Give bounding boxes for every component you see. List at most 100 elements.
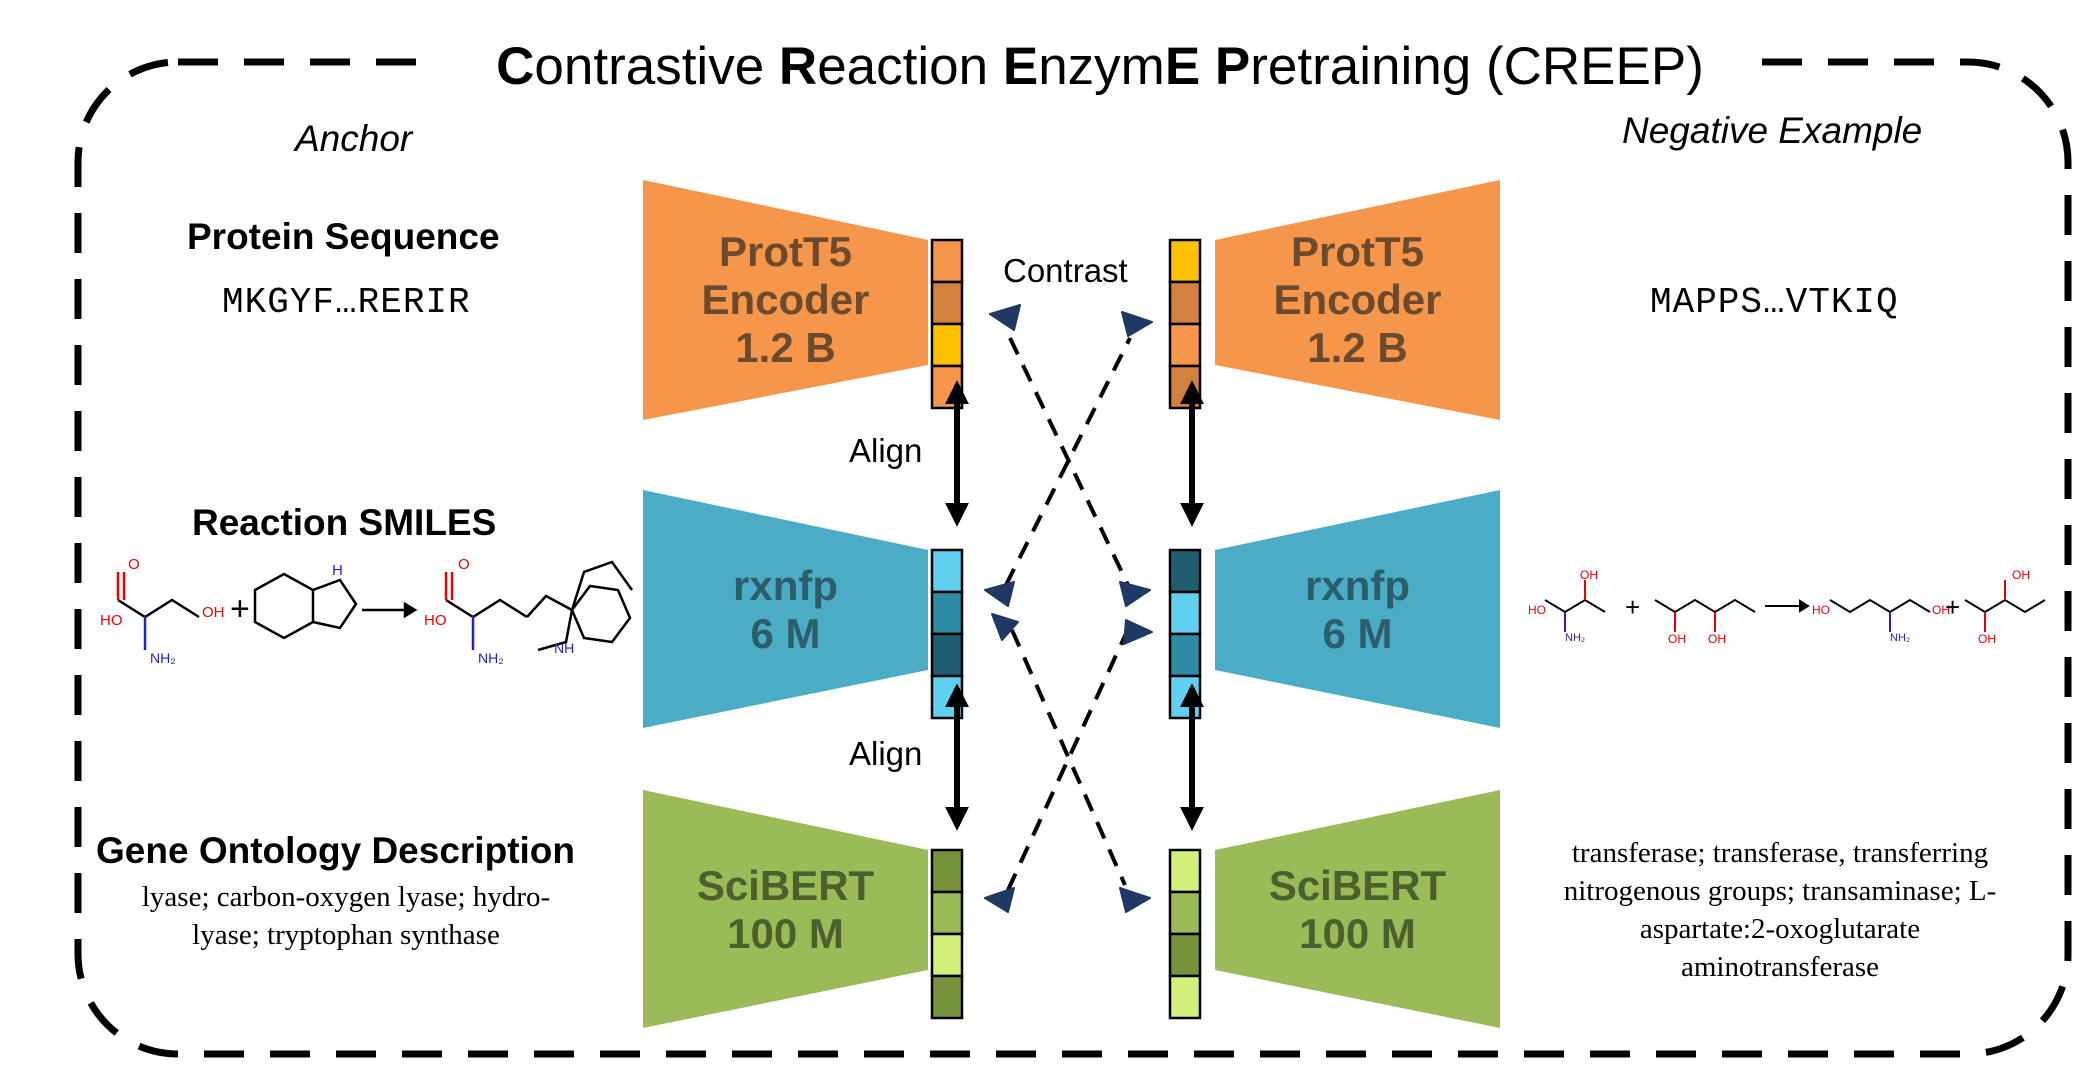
neg-reaction-plus-2: +	[1945, 592, 1961, 622]
embedding-cell	[1168, 590, 1202, 636]
embedding-cell	[1168, 632, 1202, 678]
anchor-go-line-2: lyase; tryptophan synthase	[192, 919, 500, 951]
anchor-prott5-encoder-shape	[643, 180, 928, 420]
contrast-label: Contrast	[1003, 252, 1128, 289]
anchor-atom-h: H	[332, 562, 343, 579]
neg-atom-oh-6: OH	[2012, 568, 2030, 582]
negative-scibert-label: SciBERT 100 M	[1215, 862, 1500, 958]
negative-reaction-embedding	[1168, 548, 1202, 720]
neg-atom-oh-4: OH	[1932, 603, 1950, 617]
encoder-size: 1.2 B	[1307, 324, 1408, 371]
embedding-cell	[1168, 848, 1202, 894]
embedding-cell	[930, 974, 964, 1020]
anchor-label: Anchor	[295, 118, 413, 159]
anchor-reaction-plus: +	[230, 590, 250, 628]
embedding-cell	[1168, 364, 1202, 410]
embedding-cell	[1168, 238, 1202, 284]
contrast-line-text-to-negative-reaction	[1006, 624, 1132, 891]
anchor-reaction-molecules	[116, 560, 634, 652]
anchor-text-embedding	[930, 848, 964, 1020]
embedding-cell	[930, 890, 964, 936]
encoder-size: 1.2 B	[735, 324, 836, 371]
anchor-reaction-embedding	[930, 548, 964, 720]
contrast-arrowhead-negative-reaction-lower	[1123, 619, 1153, 645]
negative-go-line-4: aminotransferase	[1680, 951, 1880, 983]
negative-go-line-3: aspartate:2-oxoglutarate	[1639, 913, 1921, 945]
anchor-atom-o-1: O	[128, 556, 140, 573]
title-part: E	[1002, 36, 1039, 96]
encoder-name: rxnfp	[1305, 562, 1410, 609]
align-label-top: Align	[849, 432, 923, 469]
negative-rxnfp-encoder-shape	[1215, 490, 1500, 728]
title-part: P	[1214, 36, 1251, 96]
encoder-name: ProtT5	[1290, 228, 1424, 275]
contrast-arrowhead-anchor-reaction-lower	[991, 613, 1019, 641]
title-text: Contrastive Reaction EnzymE Pretraining …	[496, 36, 1704, 97]
encoder-size: 100 M	[1299, 910, 1416, 957]
anchor-atom-nh2-1: NH₂	[150, 650, 176, 666]
anchor-atom-nh: NH	[554, 640, 575, 656]
neg-atom-oh-1: OH	[1580, 568, 1598, 582]
negative-protein-sequence: MAPPS…VTKIQ	[1650, 282, 1899, 323]
title-part	[1200, 37, 1215, 96]
embedding-cell	[1168, 548, 1202, 594]
encoder-name: rxnfp	[733, 562, 838, 609]
contrast-arrowhead-anchor-protein	[989, 304, 1021, 331]
encoder-name: SciBERT	[696, 862, 875, 909]
anchor-rxnfp-label: rxnfp 6 M	[643, 562, 928, 658]
title-part: nzym	[1038, 36, 1165, 96]
encoder-name: SciBERT	[1268, 862, 1447, 909]
encoder-type: Encoder	[701, 276, 870, 323]
reaction-smiles-heading: Reaction SMILES	[192, 502, 497, 543]
contrast-arrowhead-anchor-reaction-upper	[984, 581, 1015, 607]
diagram-title: Contrastive Reaction EnzymE Pretraining …	[440, 24, 1760, 108]
embedding-cell	[1168, 890, 1202, 936]
anchor-atom-ho-2: HO	[424, 612, 447, 629]
anchor-go-description: lyase; carbon-oxygen lyase; hydro- lyase…	[96, 878, 596, 954]
anchor-atom-o-2: O	[458, 556, 470, 573]
negative-example-label: Negative Example	[1622, 110, 1923, 151]
gene-ontology-heading: Gene Ontology Description	[96, 830, 575, 871]
embedding-cell	[930, 632, 964, 678]
neg-atom-oh-2: OH	[1668, 632, 1686, 646]
encoder-size: 6 M	[750, 610, 821, 657]
negative-rxnfp-label: rxnfp 6 M	[1215, 562, 1500, 658]
contrast-arrowhead-anchor-text	[984, 887, 1015, 913]
neg-atom-oh-3: OH	[1708, 632, 1726, 646]
anchor-go-line-1: lyase; carbon-oxygen lyase; hydro-	[141, 881, 551, 913]
encoder-type: Encoder	[1273, 276, 1442, 323]
title-part: R	[778, 36, 818, 96]
embedding-cell	[1168, 322, 1202, 368]
negative-go-description: transferase; transferase, transferring n…	[1510, 834, 2050, 986]
anchor-atom-nh2-2: NH₂	[478, 650, 504, 666]
anchor-atom-oh-1: OH	[202, 604, 225, 621]
negative-go-line-1: transferase; transferase, transferring	[1571, 837, 1989, 869]
negative-reaction-molecules	[1544, 580, 2046, 632]
embedding-cell	[930, 322, 964, 368]
title-part: E	[1164, 36, 1201, 96]
embedding-cell	[930, 932, 964, 978]
contrast-line-reaction-to-negative-protein	[1004, 337, 1132, 586]
neg-atom-nh2-2: NH₂	[1890, 632, 1911, 644]
embedding-cell	[930, 848, 964, 894]
protein-sequence-heading: Protein Sequence	[187, 216, 500, 257]
negative-prott5-encoder-shape	[1215, 180, 1500, 420]
anchor-scibert-label: SciBERT 100 M	[643, 862, 928, 958]
contrast-arrowhead-negative-reaction-upper	[1119, 581, 1151, 607]
anchor-prott5-label: ProtT5 Encoder 1.2 B	[643, 228, 928, 372]
contrast-arrowhead-negative-text	[1119, 887, 1151, 913]
title-part: ontrastive	[534, 36, 779, 96]
embedding-cell	[1168, 674, 1202, 720]
embedding-cell	[930, 238, 964, 284]
embedding-cell	[1168, 974, 1202, 1020]
anchor-protein-embedding	[930, 238, 964, 410]
embedding-cell	[1168, 280, 1202, 326]
embedding-cell	[930, 280, 964, 326]
align-label-bottom: Align	[849, 735, 923, 772]
negative-go-line-2: nitrogenous groups; transaminase; L-	[1563, 875, 1997, 907]
neg-atom-ho-2: HO	[1812, 603, 1830, 617]
negative-text-embedding	[1168, 848, 1202, 1020]
anchor-scibert-encoder-shape	[643, 790, 928, 1028]
embedding-cell	[1168, 932, 1202, 978]
encoder-size: 6 M	[1322, 610, 1393, 657]
